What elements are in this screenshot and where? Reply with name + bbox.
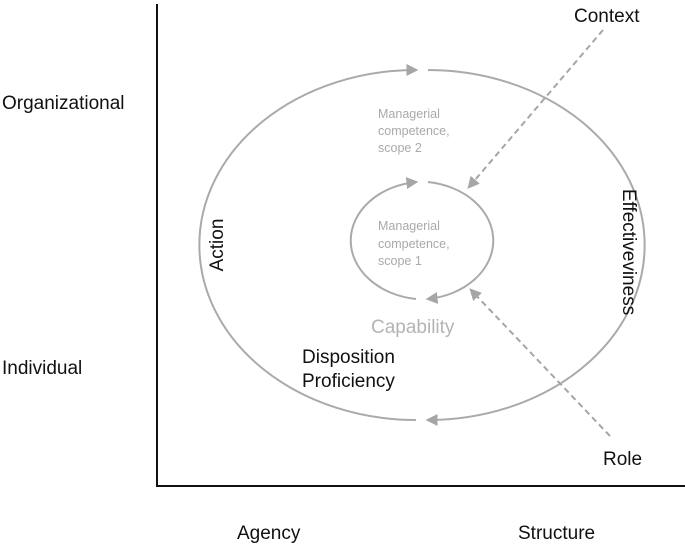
- scope-2-line-2: competence,: [378, 124, 450, 138]
- role-dashed-arrow: [469, 288, 611, 437]
- role-label: Role: [603, 449, 642, 470]
- scope-1-line-3: scope 1: [378, 254, 422, 268]
- x-axis-left-label: Agency: [237, 523, 301, 544]
- disposition-label: Disposition: [302, 347, 395, 368]
- inner-cycle-right-arc: [425, 181, 495, 304]
- scope-1-line-2: competence,: [378, 237, 450, 251]
- effectiveness-label: Effectiveviness: [618, 189, 639, 315]
- scope-2-line-3: scope 2: [378, 141, 422, 155]
- y-axis-top-label: Organizational: [2, 93, 125, 114]
- capability-label: Capability: [371, 317, 455, 338]
- scope-1-line-1: Managerial: [378, 219, 440, 233]
- scope-2-line-1: Managerial: [378, 107, 440, 121]
- context-dashed-arrow: [467, 29, 604, 189]
- inner-cycle-left-arc: [349, 177, 419, 300]
- outer-cycle-right-arc: [425, 69, 646, 426]
- outer-cycle-left-arc: [198, 64, 419, 421]
- y-axis-bottom-label: Individual: [2, 358, 82, 379]
- action-label: Action: [207, 219, 228, 272]
- proficiency-label: Proficiency: [302, 371, 395, 392]
- context-label: Context: [574, 6, 640, 27]
- x-axis-right-label: Structure: [518, 523, 595, 544]
